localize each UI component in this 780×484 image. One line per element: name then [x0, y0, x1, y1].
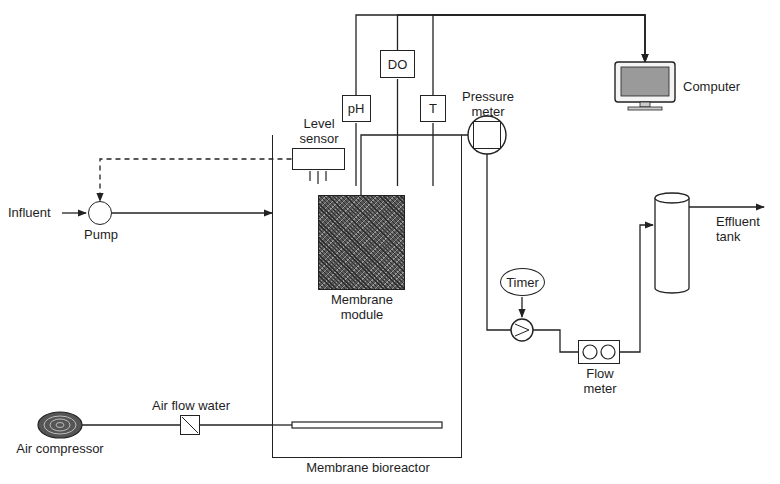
influent-arrow: [62, 212, 86, 213]
flow-valve-mark: [182, 417, 198, 433]
air-compressor: Air compressor: [38, 412, 82, 438]
probe-box: DO: [380, 50, 415, 78]
node-label: Timer: [506, 275, 539, 290]
pressure-meter-dial: [468, 116, 506, 154]
monitor-base: [628, 107, 662, 110]
feed-pump: Pump: [88, 201, 112, 225]
coil-turn: [56, 423, 64, 428]
coil-turn: [50, 419, 70, 431]
flow-meter: Flow meter: [578, 340, 620, 364]
effluent-tank-top: [655, 193, 689, 203]
ph-probe: [355, 123, 356, 186]
probe-box: T: [420, 95, 446, 122]
node-label: Pressure meter: [457, 89, 519, 119]
computer-icon: [615, 62, 675, 110]
sensor-prong: [325, 171, 326, 181]
connector: [433, 15, 645, 95]
connector: [100, 159, 292, 201]
node-label: DO: [388, 57, 408, 72]
level-sensor-prongs: [310, 171, 326, 184]
suction-pump: [511, 319, 533, 341]
node-label: pH: [348, 101, 365, 116]
membrane-module: Membrane module: [318, 195, 405, 290]
connector: [356, 15, 645, 95]
node-label: Computer: [683, 79, 740, 94]
connector: [487, 149, 578, 352]
timer-arrow: [521, 297, 522, 317]
node-label: Flow meter: [575, 366, 625, 396]
air-pipe: [272, 424, 292, 425]
monitor: [615, 62, 675, 102]
sensor-prong: [317, 171, 318, 184]
effluent-arrow: [689, 206, 764, 207]
computer: Computer: [615, 62, 675, 110]
flow-meter-rotor: [601, 345, 615, 359]
connector: [112, 212, 272, 213]
node-label: Air compressor: [5, 441, 115, 456]
node-label: Air flow water: [141, 398, 241, 413]
connector: [82, 424, 180, 425]
air-flow-valve: Air flow water: [180, 415, 200, 435]
node-label: Level sensor: [291, 116, 347, 146]
temperature-probe: [432, 123, 433, 186]
stream-label: Effluent tank: [716, 214, 776, 244]
coil-turn: [44, 416, 76, 434]
suction-pump-mark: [515, 324, 529, 336]
node-label: Membrane module: [322, 292, 402, 322]
node-label: T: [429, 101, 437, 116]
effluent-pipe: [620, 225, 653, 352]
flow-meter-rotor: [583, 345, 597, 359]
pressure-meter: Pressure meter: [473, 121, 501, 149]
connector: [200, 424, 272, 425]
do-probe: [397, 79, 398, 186]
connector: [398, 15, 646, 62]
monitor-stand: [640, 102, 650, 107]
timer: Timer: [500, 268, 545, 296]
bioreactor-tank: Membrane bioreactorLevel sensorMembrane …: [272, 135, 462, 458]
connector: [361, 135, 473, 195]
air-diffuser: [292, 422, 442, 428]
stream-label: Influent: [8, 205, 68, 220]
coil-outer: [38, 412, 82, 438]
level-sensor: Level sensor: [292, 148, 345, 170]
probe-box: pH: [342, 95, 371, 122]
air-compressor-coil: [38, 412, 82, 438]
node-label: Membrane bioreactor: [273, 460, 463, 475]
node-label: Pump: [79, 227, 123, 242]
sensor-prong: [309, 171, 310, 181]
screen: [621, 67, 669, 96]
effluent-tank-body: [655, 198, 689, 293]
